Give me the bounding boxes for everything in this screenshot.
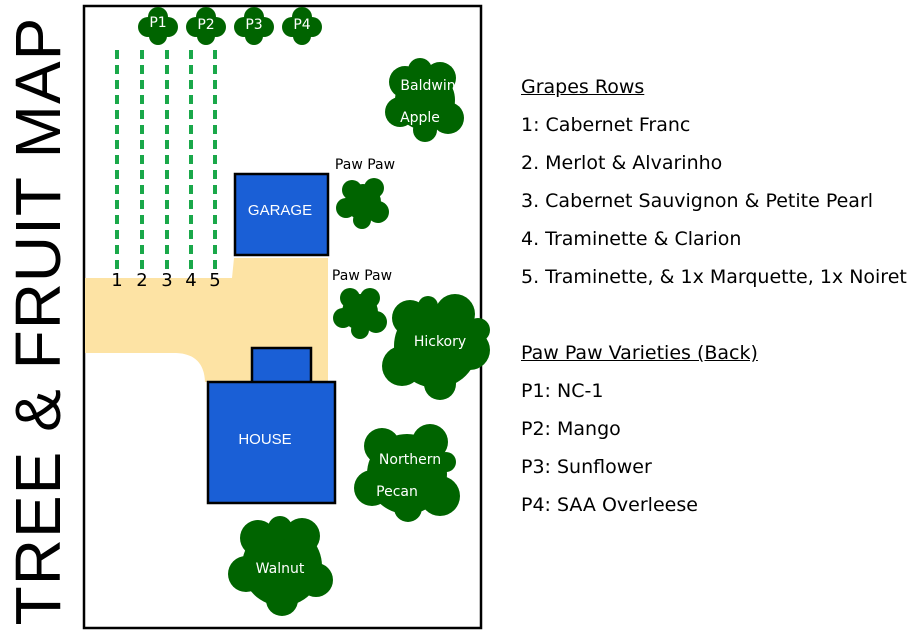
pawpaw-lower-label: Paw Paw (332, 268, 392, 284)
pecan-label: Pecan (376, 484, 418, 500)
grape-row-item: 1: Cabernet Franc (521, 114, 691, 136)
row-number-4: 4 (185, 270, 196, 291)
grape-rows (115, 50, 217, 274)
pawpaw-item: P4: SAA Overleese (521, 494, 698, 516)
row-number-5: 5 (209, 270, 220, 291)
pawpaw-tree-lower (333, 288, 387, 339)
pawpaw-p3-label: P3 (245, 17, 262, 33)
pawpaw-p1-label: P1 (149, 15, 166, 31)
pawpaw-back-p1 (138, 7, 178, 45)
pawpaw-p2-label: P2 (197, 17, 214, 33)
pawpaw-back-p4 (282, 7, 322, 45)
hickory-label: Hickory (414, 334, 466, 350)
walnut-label: Walnut (256, 561, 305, 577)
pawpaw-header: Paw Paw Varieties (Back) (521, 342, 758, 364)
baldwin-label: Baldwin (400, 78, 455, 94)
house-porch (250, 346, 313, 388)
pawpaw-p4-label: P4 (293, 17, 310, 33)
apple-label: Apple (400, 110, 440, 126)
house-label: HOUSE (238, 431, 291, 448)
row-number-1: 1 (111, 270, 122, 291)
pawpaw-item: P2: Mango (521, 418, 621, 440)
grape-row-item: 5. Traminette, & 1x Marquette, 1x Noiret (521, 266, 907, 288)
hickory-tree (382, 294, 490, 400)
pawpaw-upper-label: Paw Paw (335, 157, 395, 173)
pawpaw-back-p2 (186, 7, 226, 45)
walnut-tree (228, 516, 333, 616)
northern-pecan-tree (354, 424, 460, 522)
baldwin-apple-tree (385, 58, 464, 142)
grape-row-item: 4. Traminette & Clarion (521, 228, 742, 250)
pawpaw-item: P3: Sunflower (521, 456, 652, 478)
row-number-3: 3 (161, 270, 172, 291)
pawpaw-back-p3 (234, 7, 274, 45)
grapes-header: Grapes Rows (521, 76, 645, 98)
grape-row-item: 3. Cabernet Sauvignon & Petite Pearl (521, 190, 874, 212)
pawpaw-tree-upper (336, 178, 389, 229)
garage-label: GARAGE (248, 202, 312, 219)
house (206, 380, 337, 505)
grape-row-item: 2. Merlot & Alvarinho (521, 152, 723, 174)
garage (233, 172, 330, 257)
pawpaw-item: P1: NC-1 (521, 380, 604, 402)
row-number-2: 2 (136, 270, 147, 291)
northern-label: Northern (379, 452, 441, 468)
